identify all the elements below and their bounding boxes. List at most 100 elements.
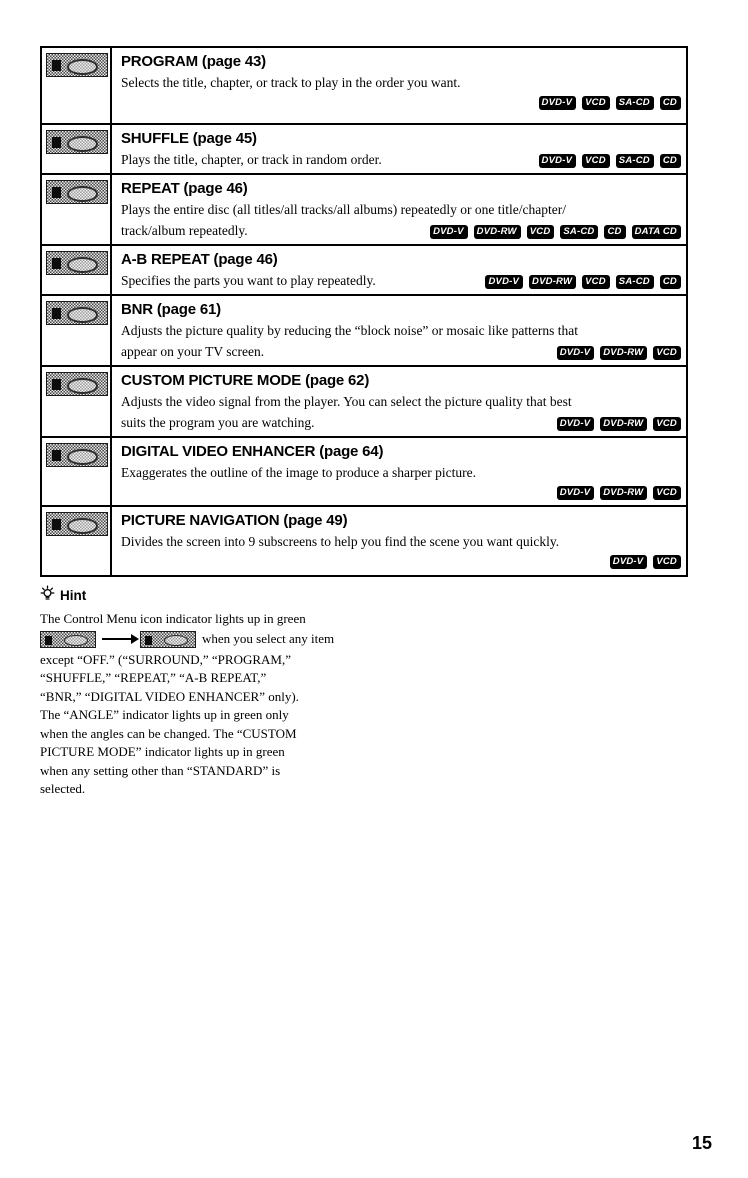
disc-type-badge: VCD (582, 96, 610, 111)
disc-type-badge: VCD (582, 153, 610, 168)
icon-cell (42, 48, 112, 123)
badge-line: DVD-V VCD (121, 553, 681, 571)
disc-type-badge: VCD (653, 555, 681, 570)
program-menu-icon (46, 53, 108, 77)
disc-type-badge: DVD-V (609, 555, 648, 570)
disc-type-badge: DVD-V (538, 96, 577, 111)
row-title: SHUFFLE (page 45) (121, 130, 257, 147)
hint-text-line: The “ANGLE” indicator lights up in green… (40, 707, 289, 722)
icon-cell (42, 507, 112, 575)
description-badge-line: suits the program you are watching. DVD-V… (121, 412, 681, 433)
icon-cell (42, 246, 112, 294)
table-row: CUSTOM PICTURE MODE (page 62)Adjusts the… (42, 365, 686, 436)
icon-cell (42, 367, 112, 436)
table-row: BNR (page 61) Adjusts the picture quality… (42, 294, 686, 365)
row-title: PROGRAM (page 43) (121, 53, 266, 70)
description-line: Adjusts the video signal from the player… (121, 394, 572, 409)
row-content: PROGRAM (page 43) Selects the title, chap… (112, 48, 686, 123)
disc-type-badge: DVD-V (556, 486, 595, 501)
disc-type-badge: CD (604, 224, 626, 239)
hint-text-line: when you select any item (202, 631, 335, 646)
disc-type-badge: DATA CD (631, 224, 681, 239)
disc-badges: DVD-V VCD SA-CD CD (533, 149, 681, 170)
description-badge-line: Plays the title, chapter, or track in ra… (121, 149, 681, 170)
digital-video-enhancer-menu-icon (46, 443, 108, 467)
description-line: Plays the title, chapter, or track in ra… (121, 152, 382, 167)
badge-line: DVD-V DVD-RW VCD (121, 484, 681, 502)
disc-type-badge: DVD-RW (473, 224, 521, 239)
disc-badges: DVD-V DVD-RW VCD (551, 412, 681, 433)
hint-text-block: except “OFF.” (“SURROUND,” “PROGRAM,” “SH… (40, 651, 400, 799)
row-content: BNR (page 61) Adjusts the picture quality… (112, 296, 686, 365)
row-content: SHUFFLE (page 45) Plays the title, chapte… (112, 125, 686, 173)
table-row: A-B REPEAT (page 46) Specifies the parts … (42, 244, 686, 294)
table-row: DIGITAL VIDEO ENHANCER (page 64)Exaggera… (42, 436, 686, 505)
shuffle-menu-icon (46, 130, 108, 154)
disc-type-badge: DVD-V (485, 274, 524, 289)
disc-type-badge: VCD (653, 486, 681, 501)
row-content: A-B REPEAT (page 46) Specifies the parts … (112, 246, 686, 294)
hint-header: Hint (40, 584, 400, 607)
control-menu-icon-off-image (40, 630, 96, 648)
row-title: BNR (page 61) (121, 301, 221, 318)
row-title: REPEAT (page 46) (121, 180, 248, 197)
hint-text-line: when the angles can be changed. The “CUS… (40, 725, 297, 741)
description-line: Plays the entire disc (all titles/all tr… (121, 202, 566, 217)
description-line: Divides the screen into 9 subscreens to … (121, 534, 560, 549)
ab-repeat-menu-icon (46, 251, 108, 275)
hint-text-line: PICTURE MODE” indicator lights up in gre… (40, 744, 285, 759)
hint-text-line: except “OFF.” (“SURROUND,” “PROGRAM,” (40, 651, 291, 667)
table-row: SHUFFLE (page 45) Plays the title, chapte… (42, 123, 686, 173)
disc-type-badge: DVD-V (538, 153, 577, 168)
description-line: Selects the title, chapter, or track to … (121, 75, 461, 90)
hint-label: Hint (60, 588, 87, 603)
hint-text-line: selected. (40, 781, 86, 796)
disc-type-badge: DVD-V (556, 416, 595, 431)
icon-cell (42, 296, 112, 365)
page-number: 15 (691, 1133, 712, 1153)
table-row: PICTURE NAVIGATION (page 49)Divides the … (42, 505, 686, 575)
disc-type-badge: DVD-RW (600, 416, 648, 431)
disc-type-badge: DVD-RW (529, 274, 577, 289)
disc-type-badge: VCD (653, 345, 681, 360)
description-line: Exaggerates the outline of the image to … (121, 465, 476, 480)
description-line: Specifies the parts you want to play rep… (121, 273, 376, 288)
description-line: suits the program you are watching. (121, 415, 315, 430)
row-content: DIGITAL VIDEO ENHANCER (page 64)Exaggera… (112, 438, 686, 505)
row-title: A-B REPEAT (page 46) (121, 251, 278, 268)
arrow-right-icon (102, 634, 139, 644)
description-line: appear on your TV screen. (121, 344, 265, 359)
disc-type-badge: DVD-RW (600, 486, 648, 501)
disc-badges: DVD-V DVD-RW VCD (551, 484, 681, 501)
disc-type-badge: SA-CD (615, 274, 654, 289)
table-row: PROGRAM (page 43) Selects the title, chap… (42, 48, 686, 123)
description-line: track/album repeatedly. (121, 223, 248, 238)
hint-text-line: The Control Menu icon indicator lights u… (40, 611, 306, 626)
disc-type-badge: DVD-V (556, 345, 595, 360)
hint-text-line: “SHUFFLE,” “REPEAT,” “A-B REPEAT,” (40, 670, 267, 685)
icon-cell (42, 438, 112, 505)
disc-type-badge: CD (659, 274, 681, 289)
custom-picture-mode-menu-icon (46, 372, 108, 396)
disc-type-badge: SA-CD (560, 224, 599, 239)
description-badge-line: Specifies the parts you want to play rep… (121, 270, 681, 291)
disc-type-badge: DVD-RW (600, 345, 648, 360)
icon-cell (42, 125, 112, 173)
row-content: REPEAT (page 46) Plays the entire disc (a… (112, 175, 686, 244)
description-line: Adjusts the picture quality by reducing … (121, 323, 579, 338)
picture-navigation-menu-icon (46, 512, 108, 536)
row-content: CUSTOM PICTURE MODE (page 62)Adjusts the… (112, 367, 686, 436)
repeat-menu-icon (46, 180, 108, 204)
table-row: REPEAT (page 46) Plays the entire disc (a… (42, 173, 686, 244)
disc-type-badge: CD (659, 96, 681, 111)
disc-type-badge: CD (659, 153, 681, 168)
disc-type-badge: VCD (653, 416, 681, 431)
disc-type-badge: SA-CD (615, 153, 654, 168)
hint-text-line: when any setting other than “STANDARD” i… (40, 762, 281, 778)
disc-badges: DVD-V DVD-RW VCD (551, 341, 681, 362)
